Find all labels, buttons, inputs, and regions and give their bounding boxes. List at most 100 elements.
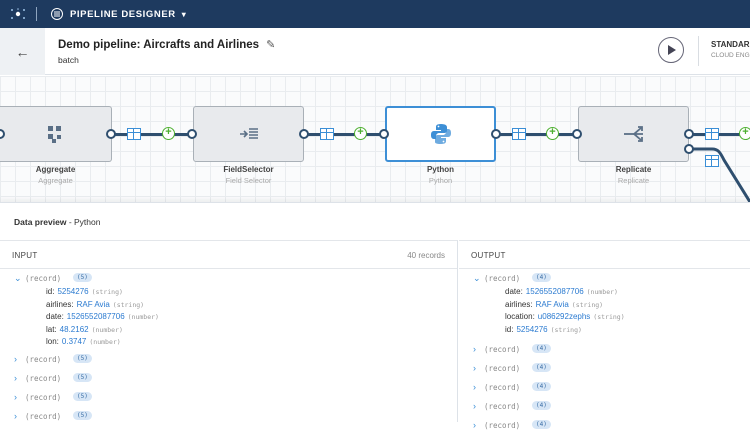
input-port[interactable] — [572, 129, 582, 139]
chevron-down-icon[interactable]: ⌄ — [473, 273, 481, 283]
run-button[interactable] — [658, 37, 684, 63]
record-label: (record) — [25, 411, 62, 421]
chevron-right-icon[interactable]: › — [473, 363, 476, 373]
record-row[interactable]: ›(record)(5) — [0, 369, 457, 388]
output-port[interactable] — [491, 129, 501, 139]
chevron-right-icon[interactable]: › — [473, 382, 476, 392]
output-port[interactable] — [299, 129, 309, 139]
dataset-preview-icon[interactable] — [512, 128, 526, 140]
field-type: (string) — [593, 313, 625, 321]
node-aggregate[interactable] — [0, 106, 112, 162]
divider — [36, 7, 37, 21]
record-row[interactable]: › (record) (4) — [459, 359, 750, 378]
input-panel-header: INPUT 40 records — [0, 241, 457, 269]
chevron-right-icon[interactable]: › — [14, 372, 17, 383]
dataset-preview-icon[interactable] — [705, 128, 719, 140]
output-panel-header: OUTPUT — [459, 241, 750, 269]
record-row[interactable]: ›(record)(5) — [0, 407, 457, 426]
record-row[interactable]: ›(record)(5) — [0, 350, 457, 369]
field-value[interactable]: 1526552087706 — [525, 287, 584, 296]
record-row[interactable]: ⌄ (record) (4) — [459, 272, 750, 287]
node-field-selector[interactable] — [193, 106, 304, 162]
app-name: PIPELINE DESIGNER — [70, 8, 176, 20]
field-value[interactable]: 5254276 — [516, 324, 548, 334]
pencil-icon[interactable]: ✎ — [266, 39, 276, 51]
data-preview-title: Data preview - Python — [14, 217, 101, 227]
branch-link[interactable] — [684, 142, 750, 202]
input-port[interactable] — [187, 129, 197, 139]
node-label: Replicate — [615, 165, 652, 174]
node-replicate[interactable] — [578, 106, 689, 162]
node-python[interactable] — [385, 106, 496, 162]
field-key: id: — [505, 324, 514, 334]
chevron-right-icon[interactable]: › — [473, 344, 476, 354]
engine-description: CLOUD ENG — [711, 52, 750, 59]
output-port[interactable] — [684, 129, 694, 139]
field-value[interactable]: 0.3747 — [61, 337, 87, 346]
add-processor-button[interactable]: + — [354, 127, 367, 140]
top-bar: PIPELINE DESIGNER ▾ — [0, 0, 750, 28]
record-row[interactable]: ›(record)(4) — [459, 378, 750, 397]
back-button[interactable]: ← — [0, 28, 45, 75]
field-count-badge: (5) — [73, 391, 92, 401]
output-port[interactable] — [106, 129, 116, 139]
record-field: airlines:RAF Avia(string) — [505, 300, 750, 313]
record-row[interactable]: ›(record)(4) — [459, 416, 750, 435]
dataset-preview-icon[interactable] — [705, 155, 719, 167]
field-key: date: — [46, 312, 64, 321]
play-icon — [668, 45, 676, 55]
field-type: (string) — [550, 325, 582, 334]
connector-link[interactable] — [690, 133, 750, 136]
connector-link[interactable] — [305, 133, 385, 136]
field-value[interactable]: RAF Avia — [76, 299, 110, 309]
field-type: (number) — [91, 325, 123, 334]
app-switcher[interactable]: PIPELINE DESIGNER ▾ — [51, 8, 186, 20]
talend-logo-icon[interactable] — [0, 0, 36, 28]
record-field: airlines:RAF Avia(string) — [46, 300, 457, 313]
output-title: OUTPUT — [471, 251, 506, 260]
field-count-badge: (4) — [532, 363, 551, 372]
connector-link[interactable] — [497, 133, 577, 136]
field-count-badge: (5) — [73, 353, 92, 363]
record-label: (record) — [484, 402, 521, 411]
record-row[interactable]: ›(record)(4) — [459, 397, 750, 416]
field-value[interactable]: u086292zephs — [537, 312, 591, 321]
record-row[interactable]: ⌄ (record) (5) — [0, 272, 457, 287]
add-processor-button[interactable]: + — [162, 127, 175, 140]
engine-name[interactable]: STANDARD — [711, 40, 750, 49]
pipeline-designer-icon — [51, 8, 63, 20]
record-label: (record) — [484, 421, 521, 430]
field-count-badge: (5) — [73, 372, 92, 382]
chevron-down-icon[interactable]: ⌄ — [14, 273, 22, 283]
dataset-preview-icon[interactable] — [320, 128, 334, 140]
chevron-right-icon[interactable]: › — [14, 353, 17, 364]
record-field: id:5254276(string) — [46, 287, 457, 300]
field-value[interactable]: 1526552087706 — [66, 312, 125, 321]
record-row[interactable]: ›(record)(4) — [459, 340, 750, 359]
divider — [698, 36, 699, 66]
dataset-preview-icon[interactable] — [127, 128, 141, 140]
output-port[interactable] — [684, 144, 694, 154]
field-count-badge: (4) — [532, 273, 551, 282]
field-value[interactable]: 5254276 — [57, 287, 89, 296]
chevron-right-icon[interactable]: › — [14, 410, 17, 421]
field-value[interactable]: 48.2162 — [59, 324, 89, 334]
connector-link[interactable] — [112, 133, 192, 136]
pipeline-canvas[interactable]: Aggregate Aggregate FieldSelector Field … — [0, 76, 750, 202]
record-label: (record) — [484, 364, 521, 373]
node-label: Aggregate — [35, 165, 76, 174]
add-processor-button[interactable]: + — [546, 127, 559, 140]
chevron-right-icon[interactable]: › — [14, 391, 17, 402]
python-icon — [430, 124, 451, 144]
replicate-icon — [623, 126, 643, 142]
input-port[interactable] — [379, 129, 389, 139]
input-port[interactable] — [0, 129, 5, 139]
field-value[interactable]: RAF Avia — [535, 299, 569, 309]
chevron-right-icon[interactable]: › — [473, 401, 476, 411]
record-field: date:1526552087706(number) — [46, 312, 457, 325]
field-type: (number) — [586, 288, 618, 296]
record-row[interactable]: ›(record)(5) — [0, 388, 457, 407]
add-processor-button[interactable]: + — [739, 127, 750, 140]
record-expanded: ⌄ (record) (4) date:1526552087706(number… — [459, 269, 750, 337]
record-count: 40 records — [407, 251, 445, 260]
